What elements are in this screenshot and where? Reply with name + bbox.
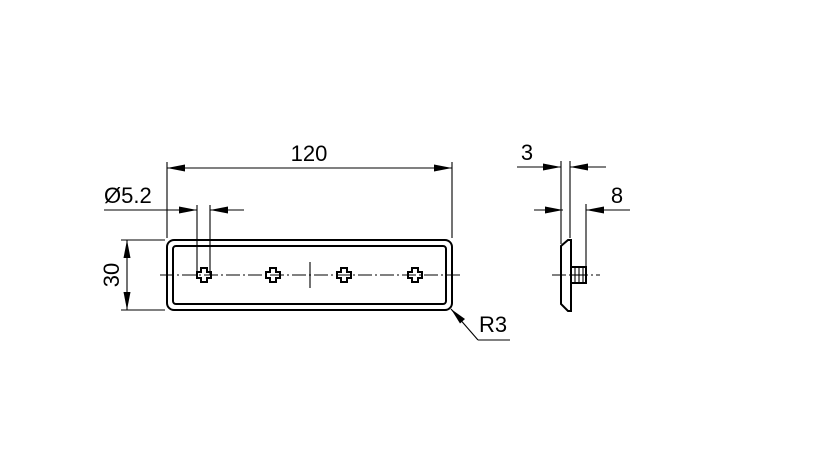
arrowhead <box>123 240 131 258</box>
front-view <box>160 239 460 311</box>
arrowhead <box>434 164 452 172</box>
side-profile-outline <box>560 239 572 312</box>
arrowhead <box>210 206 228 214</box>
depth-dimension: 8 <box>534 183 630 267</box>
arrowhead <box>570 163 588 171</box>
mounting-hole <box>336 267 352 283</box>
length-value: 120 <box>291 141 328 166</box>
snap-pin <box>570 266 587 284</box>
thickness-dimension: 3 <box>517 140 606 244</box>
corner-radius-value: R3 <box>479 312 507 337</box>
hole-diameter-value: Ø5.2 <box>104 183 152 208</box>
arrowhead <box>451 309 465 324</box>
thickness-value: 3 <box>521 140 533 165</box>
arrowhead <box>179 206 197 214</box>
height-value: 30 <box>99 263 124 287</box>
arrowhead <box>543 163 561 171</box>
mounting-hole <box>265 267 281 283</box>
hole-diameter-dimension: Ø5.2 <box>104 183 244 275</box>
mounting-hole <box>407 267 423 283</box>
arrowhead <box>586 206 604 214</box>
length-dimension: 120 <box>166 141 453 238</box>
height-dimension: 30 <box>99 239 165 311</box>
arrowhead <box>545 206 563 214</box>
arrowhead <box>123 292 131 310</box>
depth-value: 8 <box>611 183 623 208</box>
arrowhead <box>167 164 185 172</box>
side-view <box>552 239 600 312</box>
corner-radius-dimension: R3 <box>450 308 510 341</box>
